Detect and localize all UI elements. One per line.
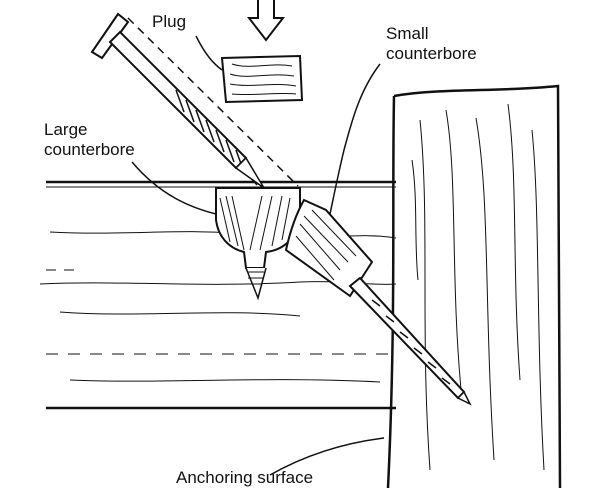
small-counterbore-label: Small counterbore	[386, 24, 477, 64]
large-counterbore-hole	[215, 187, 301, 301]
small-counterbore-screw	[284, 198, 472, 406]
large-counterbore-leader	[131, 161, 221, 216]
plug-block	[220, 54, 304, 104]
anchoring-surface-label: Anchoring surface	[176, 468, 314, 487]
plug-leader	[195, 35, 223, 71]
plug-label: Plug	[152, 12, 187, 31]
large-counterbore-label-line1: Large	[44, 120, 88, 139]
down-arrow-icon	[246, 0, 286, 42]
small-counterbore-label-line1: Small	[386, 24, 429, 43]
insertion-path	[109, 17, 299, 187]
screw-upper	[90, 12, 265, 189]
small-counterbore-leader	[329, 63, 381, 215]
large-counterbore-label: Large counterbore	[44, 120, 135, 160]
anchoring-post	[386, 84, 562, 488]
large-counterbore-label-line2: counterbore	[44, 140, 135, 159]
small-counterbore-label-line2: counterbore	[386, 44, 477, 63]
anchoring-surface-leader	[269, 437, 385, 476]
